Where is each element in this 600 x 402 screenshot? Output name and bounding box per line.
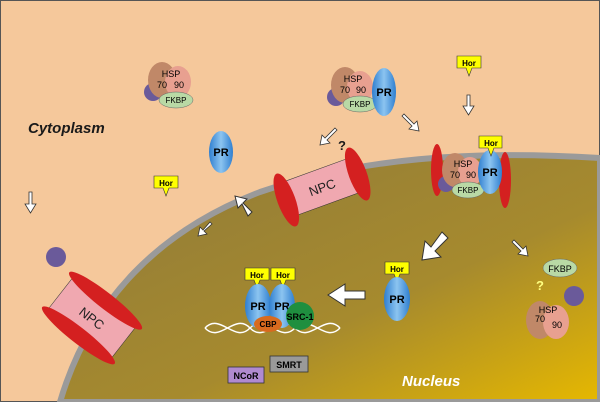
hsp70-label: 70 — [450, 170, 460, 180]
npc-ring — [41, 306, 116, 365]
npc-ring — [344, 147, 371, 201]
pr-label: PR — [482, 167, 497, 179]
cbp-label: CBP — [260, 320, 278, 329]
hsp90-label: 90 — [552, 320, 562, 330]
npc-ring-right-right — [499, 152, 511, 208]
hormone-tag — [456, 55, 482, 77]
pr-free-cytoplasm: PR — [209, 131, 233, 173]
smrt-rect — [269, 355, 309, 373]
hormone-label: Hor — [462, 59, 476, 68]
hormone-label: Hor — [484, 139, 498, 148]
hormone-label: Hor — [390, 265, 404, 274]
arrows — [24, 94, 529, 257]
pr-label: PR — [376, 87, 391, 99]
arrow-release — [511, 239, 529, 257]
pr-label: PR — [250, 301, 265, 313]
hsp90-label: 90 — [174, 80, 184, 90]
arrow-down-hormone — [462, 94, 475, 116]
pr-label: PR — [274, 301, 289, 313]
hsp70-label: 70 — [535, 314, 545, 324]
ncor-box: NCoR — [227, 366, 265, 384]
hormone-label: Hor — [276, 271, 290, 280]
npc-ring — [68, 271, 143, 330]
cytoplasm-label: Cytoplasm — [28, 120, 105, 137]
hsp90-label: 90 — [356, 85, 366, 95]
hsp70-label: 70 — [340, 85, 350, 95]
src1-label: SRC-1 — [286, 312, 313, 322]
question-mark-top: ? — [338, 138, 346, 153]
cbp — [254, 316, 282, 332]
hsp90-subunit — [458, 157, 482, 187]
arrow-export-bold — [234, 195, 253, 217]
npc-middle: NPC — [273, 147, 371, 227]
fkbp — [158, 91, 194, 109]
fkbp-label: FKBP — [458, 186, 479, 195]
hormone-label: Hor — [250, 271, 264, 280]
fkbp — [542, 258, 578, 278]
hormone-top-right: Hor — [456, 55, 482, 77]
arrow-to-dna-bold — [327, 283, 366, 307]
purple-disc-left — [46, 247, 66, 267]
smrt-label: SMRT — [276, 360, 302, 370]
pr-receptor — [209, 131, 233, 173]
hsp-label: HSP — [162, 69, 181, 79]
pr-dimer-dna: Hor Hor PR PR CBP SRC-1 — [244, 267, 314, 332]
hsp-label: HSP — [454, 159, 473, 169]
chaperone-pr-complex-top: HSP 70 90 FKBP PR — [327, 67, 396, 116]
fkbp-label: FKBP — [166, 96, 187, 105]
pr-label: PR — [213, 147, 228, 159]
pr-receptor — [478, 150, 502, 194]
fkbp-label: FKBP — [350, 100, 371, 109]
npc-left: NPC — [41, 271, 143, 365]
hsp-label: HSP — [344, 74, 363, 84]
arrow-to-npc-right — [401, 113, 420, 132]
bold-arrows — [234, 195, 449, 307]
hormone-tag — [153, 175, 179, 197]
hsp90-subunit — [165, 66, 191, 98]
hsp90-subunit — [543, 305, 569, 339]
arrow-down-left — [24, 191, 37, 214]
hormone-tag — [478, 135, 503, 157]
ncor-label: NCoR — [234, 371, 259, 381]
smrt-box: SMRT — [269, 355, 309, 373]
pr-receptor — [384, 277, 410, 321]
arrow-export-small — [197, 221, 213, 237]
npc-ring — [273, 173, 300, 227]
hormone-label: Hor — [159, 179, 173, 188]
src1 — [286, 302, 314, 330]
hsp90-subunit — [347, 71, 373, 103]
question-mark-right: ? — [536, 278, 544, 293]
hormone-tag — [270, 267, 296, 289]
hormone-left: Hor — [153, 175, 179, 197]
pr-hormone-nucleus: Hor PR — [384, 261, 410, 321]
hormone-tag — [244, 267, 270, 289]
ncor-rect — [227, 366, 265, 384]
hsp90-label: 90 — [466, 170, 476, 180]
hsp-free-right: 70 90 HSP — [526, 301, 569, 339]
fkbp-label: FKBP — [548, 264, 572, 274]
hsp70-label: 70 — [157, 80, 167, 90]
hsp-label: HSP — [539, 305, 558, 315]
pr-hormone-chaperone-at-npc: HSP 70 90 FKBP PR Hor — [438, 135, 503, 199]
arrow-dissociate — [319, 127, 338, 146]
fkbp-free: FKBP — [542, 258, 578, 278]
chaperone-complex-top-left: HSP 70 90 FKBP — [144, 62, 194, 109]
purple-disc-right — [564, 286, 584, 306]
nucleus-label: Nucleus — [402, 373, 460, 390]
arrow-import-bold — [421, 231, 449, 261]
pr-receptor — [372, 68, 396, 116]
pr-label: PR — [389, 294, 404, 306]
